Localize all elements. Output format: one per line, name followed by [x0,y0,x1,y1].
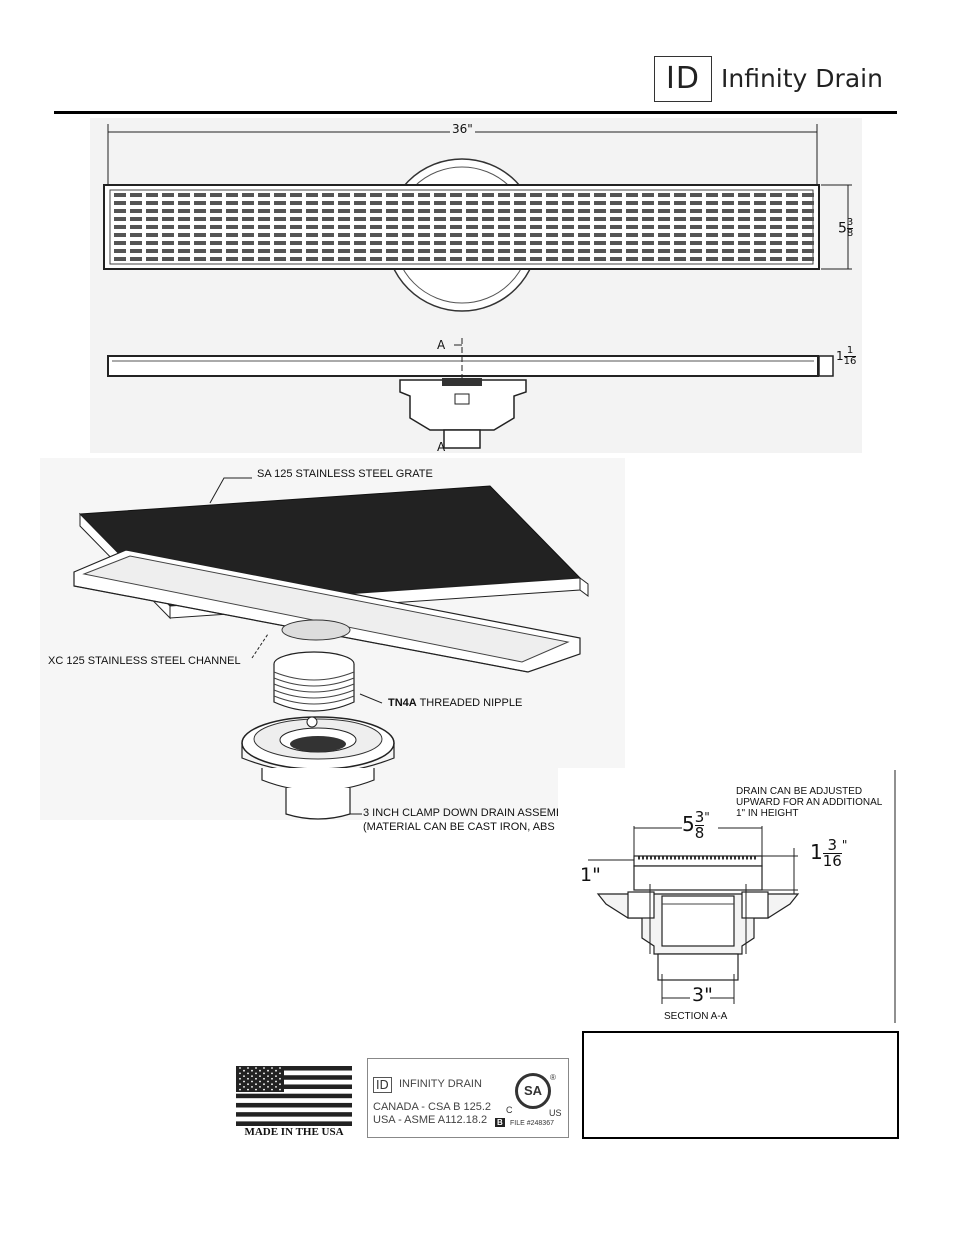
brand-logo-mark: ID [654,56,712,102]
notes-box [582,1031,899,1139]
section-marker-bottom: A [437,440,446,454]
cert-logo-mark: ID [373,1077,392,1093]
adjustment-dimension: 1" [580,864,601,886]
drain-label-line-2: (MATERIAL CAN BE CAST IRON, ABS OR PVC) [363,821,604,833]
made-in-usa-label: MADE IN THE USA [244,1126,344,1138]
nipple-code: TN4A [388,697,417,709]
adjustment-note-line-3: 1" IN HEIGHT [736,808,799,819]
adjustment-note: DRAIN CAN BE ADJUSTED UPWARD FOR AN ADDI… [736,786,882,819]
top-and-side-view-drawing [90,118,862,453]
section-a-a-drawing [558,768,896,1023]
section-height-denominator: 16 [822,852,842,870]
exploded-assembly-drawing [40,458,625,820]
csa-logo-icon: SA [515,1073,551,1109]
channel-label: XC 125 STAINLESS STEEL CHANNEL [48,655,241,667]
side-height-whole: 1 [836,349,844,363]
section-height-numerator: 3 [822,838,842,854]
cert-line-usa: USA - ASME A112.18.2 [373,1114,488,1126]
section-width-whole: 5 [682,812,695,836]
outlet-dimension: 3" [692,984,713,1006]
side-height-numerator: 1 [843,346,857,357]
adjustment-note-line-2: UPWARD FOR AN ADDITIONAL [736,797,883,808]
length-dimension: 36" [452,122,473,136]
section-width-unit: " [704,810,710,824]
width-denominator: 8 [846,228,854,239]
cert-brand: INFINITY DRAIN [399,1078,482,1090]
section-width-denominator: 8 [694,824,705,842]
section-width-numerator: 3 [694,808,705,826]
width-numerator: 3 [846,217,854,229]
width-whole: 5 [838,220,847,237]
cert-line-canada: CANADA - CSA B 125.2 [373,1101,491,1113]
usa-flag-icon [236,1066,352,1126]
csa-registered-mark: ® [550,1073,556,1082]
nipple-description: THREADED NIPPLE [416,697,523,709]
csa-file-number: FILE #248367 [510,1120,554,1127]
cert-class-mark: B [495,1118,505,1127]
side-height-denominator: 16 [843,356,857,367]
csa-us-mark: US [549,1108,562,1118]
nipple-label: TN4A THREADED NIPPLE [388,697,522,709]
section-height-unit: " [841,838,848,852]
adjustment-note-line-1: DRAIN CAN BE ADJUSTED [736,786,863,797]
grate-label: SA 125 STAINLESS STEEL GRATE [257,468,433,480]
section-marker-top: A [437,338,446,352]
header-divider [54,111,897,114]
csa-c-mark: C [506,1105,513,1115]
certification-box: ID INFINITY DRAIN CANADA - CSA B 125.2 U… [367,1058,569,1138]
grate-slot-pattern [114,193,814,261]
drain-label-line-1: 3 INCH CLAMP DOWN DRAIN ASSEMBLY [363,807,576,819]
brand-name: Infinity Drain [721,64,883,93]
section-caption: SECTION A-A [664,1011,728,1022]
section-height-whole: 1 [810,840,823,864]
